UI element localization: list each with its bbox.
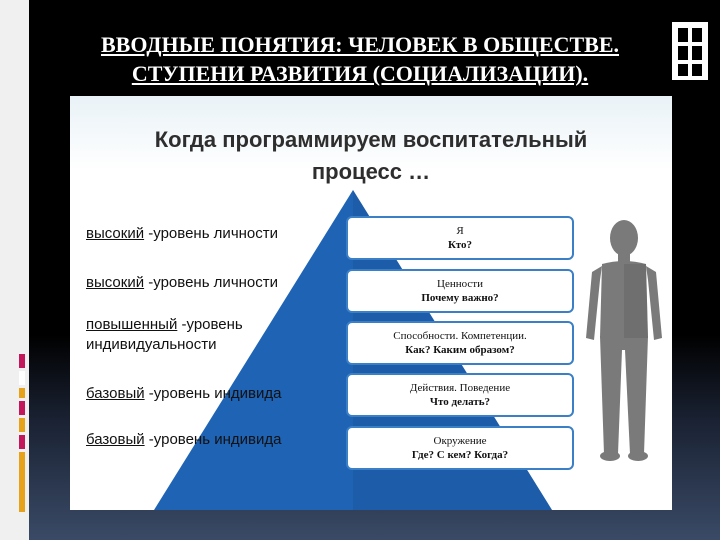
box-line1: Я: [456, 225, 464, 237]
box-line2: Почему важно?: [421, 292, 499, 304]
level-text: -уровень индивида: [144, 385, 282, 402]
box-line2: Кто?: [448, 239, 472, 251]
level-text-line2: индивидуальности: [86, 336, 217, 353]
level-label: высокий -уровень личности: [86, 224, 278, 244]
page-title-line1: ВВОДНЫЕ ПОНЯТИЯ: ЧЕЛОВЕК В ОБЩЕСТВЕ.: [100, 32, 620, 57]
box-line1: Действия. Поведение: [409, 382, 511, 394]
level-text: -уровень индивида: [144, 431, 282, 448]
box-line1: Ценности: [437, 278, 483, 290]
pyramid-box: Способности. Компетенции. Как? Каким обр…: [346, 321, 574, 365]
pyramid-box: Окружение Где? С кем? Когда?: [346, 426, 574, 470]
pyramid-box: Ценности Почему важно?: [346, 269, 574, 313]
slide-title-line2: процесс …: [311, 159, 431, 184]
level-keyword: высокий: [86, 225, 145, 242]
slide-title: Когда программируем воспитательный проце…: [70, 124, 672, 188]
level-label: высокий -уровень личности: [86, 273, 278, 293]
level-text: -уровень: [177, 316, 243, 333]
level-keyword: базовый: [86, 385, 145, 402]
level-text: -уровень личности: [144, 274, 279, 291]
left-sidebar-strip: [0, 0, 29, 540]
window-grid-icon: [672, 22, 708, 80]
slide-title-line1: Когда программируем воспитательный: [154, 127, 588, 152]
page-title: ВВОДНЫЕ ПОНЯТИЯ: ЧЕЛОВЕК В ОБЩЕСТВЕ. СТУ…: [40, 30, 680, 88]
page-title-line2: СТУПЕНИ РАЗВИТИЯ (СОЦИАЛИЗАЦИИ).: [131, 61, 589, 86]
box-line2: Как? Каким образом?: [405, 344, 515, 356]
level-keyword: базовый: [86, 431, 145, 448]
level-label: базовый -уровень индивида: [86, 430, 281, 450]
pyramid-box: Я Кто?: [346, 216, 574, 260]
level-label: повышенный -уровень индивидуальности: [86, 315, 243, 355]
person-figure-icon: [586, 220, 662, 461]
level-keyword: повышенный: [86, 316, 178, 333]
slide-image: Когда программируем воспитательный проце…: [70, 96, 672, 510]
box-line1: Способности. Компетенции.: [393, 330, 527, 342]
box-line1: Окружение: [433, 435, 487, 447]
level-label: базовый -уровень индивида: [86, 384, 281, 404]
level-text: -уровень личности: [144, 225, 279, 242]
level-keyword: высокий: [86, 274, 145, 291]
decorative-color-bars: [19, 354, 25, 515]
box-line2: Что делать?: [429, 396, 491, 408]
box-line2: Где? С кем? Когда?: [411, 449, 509, 461]
pyramid-box: Действия. Поведение Что делать?: [346, 373, 574, 417]
